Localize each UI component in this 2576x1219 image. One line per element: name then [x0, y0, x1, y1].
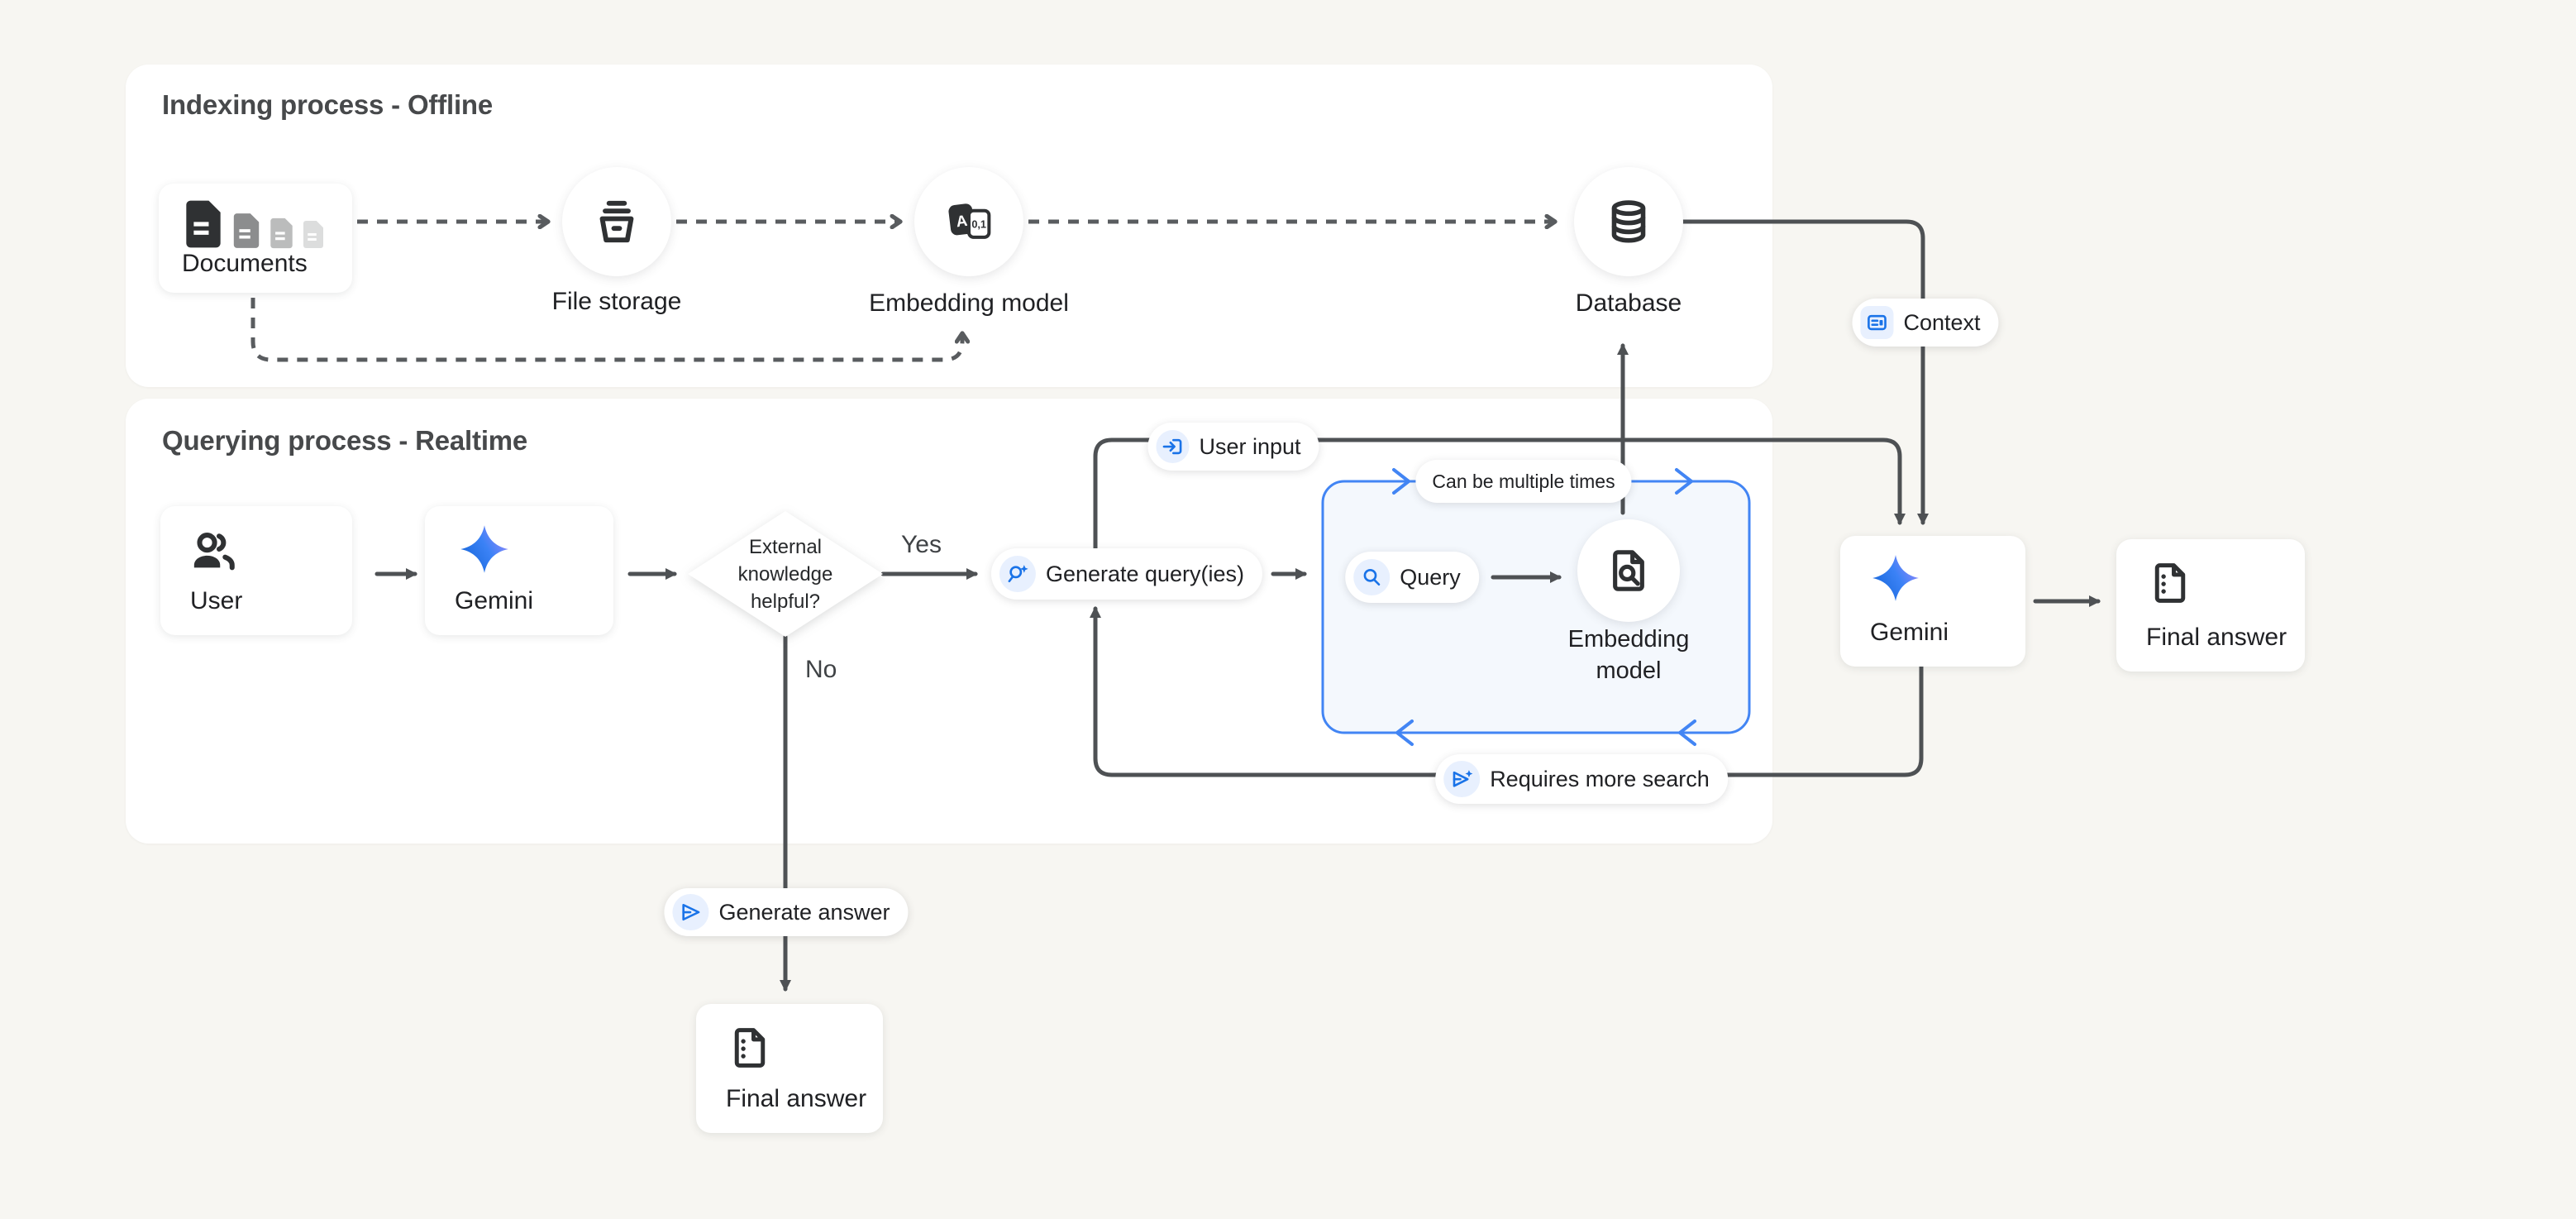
edge-database-context-gemini	[1681, 219, 1929, 525]
file-storage-icon	[599, 200, 634, 243]
database-icon	[1611, 200, 1646, 243]
loop-chevron-bottom-right	[1678, 719, 1696, 746]
final-answer-bottom-label: Final answer	[726, 1085, 867, 1112]
loop-chevron-top-right	[1675, 468, 1693, 495]
embedding-model-realtime-node	[1577, 519, 1680, 622]
edge-userinput-gemini	[1093, 437, 1906, 551]
context-label: Context	[1903, 309, 1981, 335]
final-answer-doc-icon	[2154, 563, 2186, 603]
final-answer-doc-icon	[734, 1028, 766, 1068]
loop-chevron-bottom-left	[1395, 719, 1414, 746]
decision-line1: External	[748, 535, 823, 558]
file-storage-label: File storage	[551, 288, 682, 315]
database-label: Database	[1575, 289, 1682, 317]
user-input-label: User input	[1199, 433, 1301, 459]
embedding-model-realtime-label: Embedding model	[1567, 626, 1690, 684]
documents-label: Documents	[182, 250, 308, 277]
send-icon	[672, 894, 709, 930]
embedding-model-offline-node: A 0,1	[914, 167, 1023, 276]
input-icon	[1156, 430, 1190, 463]
loop-chevron-top-left	[1392, 468, 1410, 495]
user-icon	[193, 533, 235, 571]
final-answer-right-label: Final answer	[2146, 624, 2287, 651]
gemini-icon	[460, 525, 508, 573]
final-answer-right-card: Final answer	[2116, 539, 2305, 672]
decision-line3: helpful?	[750, 590, 821, 613]
user-input-pill: User input	[1147, 423, 1319, 471]
embedding-model-offline-label: Embedding model	[869, 289, 1069, 317]
final-answer-bottom-card: Final answer	[696, 1004, 883, 1133]
send-sparkle-icon	[1443, 761, 1481, 797]
embedding-model-icon: A 0,1	[948, 203, 991, 239]
gemini-answer-label: Gemini	[1870, 619, 1949, 646]
gemini-query-label: Gemini	[455, 587, 534, 614]
query-label: Query	[1400, 564, 1461, 590]
database-node	[1574, 167, 1683, 276]
yes-edge-label: Yes	[901, 531, 942, 558]
gemini-icon	[1872, 555, 1919, 601]
svg-text:0,1: 0,1	[971, 218, 986, 231]
document-search-icon	[1613, 550, 1644, 591]
no-edge-label: No	[805, 656, 837, 683]
documents-icon	[182, 197, 326, 250]
gemini-query-card: Gemini	[425, 506, 613, 635]
context-pill: Context	[1852, 299, 1999, 347]
svg-text:A: A	[955, 212, 968, 231]
can-be-multiple-times-pill: Can be multiple times	[1415, 460, 1632, 503]
query-pill: Query	[1345, 552, 1479, 603]
decision-diamond: External knowledge helpful?	[688, 511, 883, 637]
generate-queries-label: Generate query(ies)	[1045, 561, 1245, 586]
gemini-answer-card: Gemini	[1840, 536, 2025, 667]
file-storage-node	[562, 167, 671, 276]
query-loop-box	[1321, 480, 1751, 734]
decision-line2: knowledge	[737, 562, 833, 586]
generate-answer-pill: Generate answer	[664, 888, 909, 936]
user-card: User	[160, 506, 352, 635]
documents-card: Documents	[159, 184, 352, 293]
user-label: User	[190, 587, 243, 614]
can-be-multiple-times-label: Can be multiple times	[1432, 470, 1615, 492]
indexing-panel-title: Indexing process - Offline	[162, 89, 494, 120]
querying-panel-title: Querying process - Realtime	[162, 425, 528, 456]
search-icon	[1353, 559, 1391, 595]
context-icon	[1860, 306, 1894, 339]
search-sparkle-icon	[999, 556, 1036, 592]
generate-queries-pill: Generate query(ies)	[990, 548, 1263, 600]
requires-more-search-label: Requires more search	[1490, 766, 1710, 791]
generate-answer-label: Generate answer	[718, 899, 890, 925]
requires-more-search-pill: Requires more search	[1435, 754, 1728, 804]
